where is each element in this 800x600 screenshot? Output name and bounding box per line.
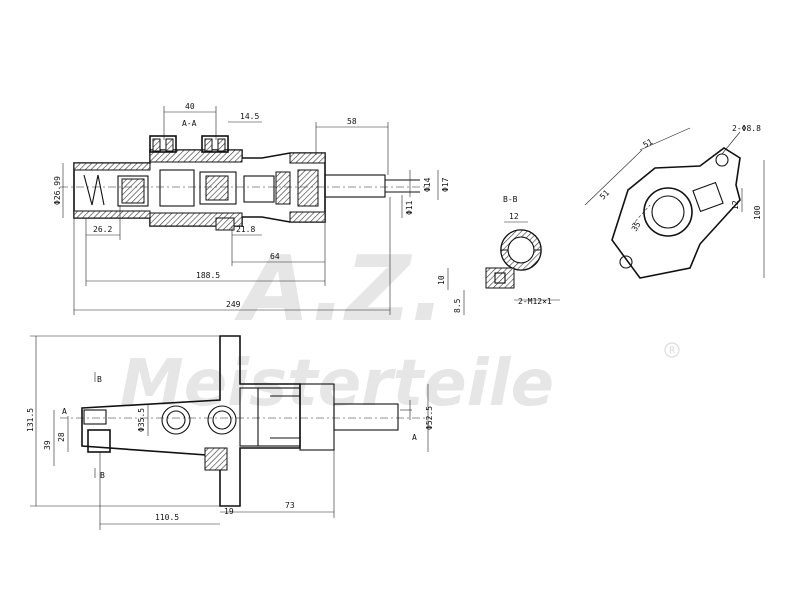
- dim-dia-52-5: Φ52.5: [425, 406, 434, 430]
- dim-58: 58: [347, 117, 357, 126]
- dim-188-5: 188.5: [196, 271, 220, 280]
- dim-21-8: 21.8: [236, 225, 255, 234]
- watermark-mark: A.Z.: [234, 237, 445, 342]
- dim-28: 28: [57, 432, 66, 442]
- section-label-aa: A-A: [182, 119, 197, 128]
- dim-end-12: 12: [731, 200, 740, 210]
- registered-icon: [664, 342, 680, 358]
- section-label-b-top: B: [97, 375, 102, 384]
- dim-end-100: 100: [753, 205, 762, 220]
- dim-131-5: 131.5: [26, 408, 35, 432]
- dim-end-35: 35: [630, 220, 643, 233]
- dim-thread: 2-M12×1: [518, 297, 552, 306]
- watermark-text: Meisterteile: [120, 347, 554, 421]
- dim-26-2: 26.2: [93, 225, 112, 234]
- dim-39: 39: [43, 440, 52, 450]
- side-section-view: [60, 135, 430, 231]
- dim-110-5: 110.5: [155, 513, 179, 522]
- section-bb-view: B-B 12 10 8.5 2-M12×1: [437, 195, 560, 315]
- dim-14-5: 14.5: [240, 112, 259, 121]
- dim-dia-17: Φ17: [441, 177, 450, 192]
- end-view: 51 51 2-Φ8.8 35 12 100: [584, 124, 765, 279]
- section-label-b-bottom: B: [100, 471, 105, 480]
- dim-64: 64: [270, 252, 280, 261]
- dim-73: 73: [285, 501, 295, 510]
- top-view: A B B A: [60, 335, 430, 507]
- section-label-a-left: A: [62, 407, 67, 416]
- dim-bb-12: 12: [509, 212, 519, 221]
- dim-bb-8-5: 8.5: [453, 298, 462, 313]
- dim-40: 40: [185, 102, 195, 111]
- top-view-dimensions: 131.5 39 28 Φ35.5 Φ52.5 110.5 19 73: [26, 335, 434, 530]
- section-label-bb: B-B: [503, 195, 518, 204]
- dim-dia-26-99: Φ26.99: [53, 176, 62, 205]
- dim-end-holes: 2-Φ8.8: [732, 124, 761, 133]
- watermark-symbol: R: [669, 346, 675, 356]
- dim-249: 249: [226, 300, 241, 309]
- dim-bb-10: 10: [437, 275, 446, 285]
- dim-dia-14: Φ14: [423, 177, 432, 192]
- section-label-a-right: A: [412, 433, 417, 442]
- dim-end-51b: 51: [642, 137, 655, 150]
- side-view-dimensions: 40 A-A 14.5 58 Φ26.99 26.2 21.8 64 188.5…: [53, 102, 450, 315]
- watermark: Meisterteile A.Z. R: [120, 237, 680, 421]
- dim-dia-35-5: Φ35.5: [137, 408, 146, 432]
- dim-dia-11: Φ11: [405, 200, 414, 215]
- dim-19: 19: [224, 507, 234, 516]
